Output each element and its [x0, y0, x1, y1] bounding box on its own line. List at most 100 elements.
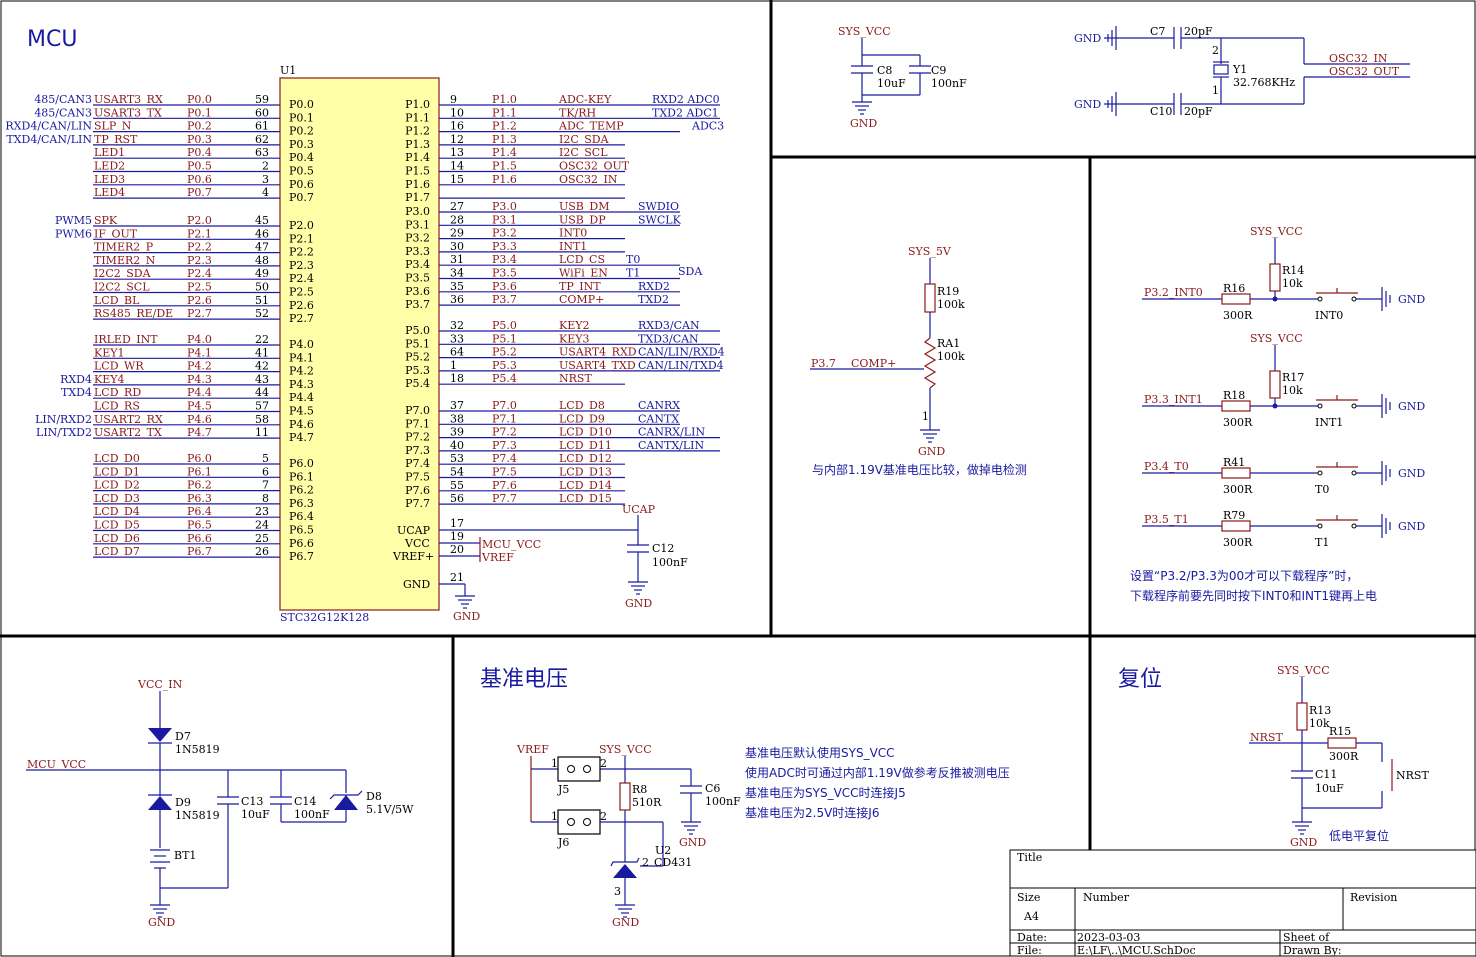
pin-port-label: P4.4 — [187, 386, 212, 399]
pin-ext-label: CAN/LIN/TXD4 — [638, 359, 724, 372]
c12-ref: C12 — [652, 542, 674, 555]
pin-net-label: LCD_D15 — [559, 492, 612, 505]
pin-name: P1.4 — [405, 151, 430, 164]
pin-name: P1.5 — [405, 165, 430, 178]
key-net-label: P3.3_INT1 — [1144, 393, 1203, 406]
pin-number: 43 — [255, 373, 269, 386]
pin-name: P0.2 — [289, 125, 314, 138]
pin-ext-label: CAN/LIN/RXD4 — [638, 346, 725, 359]
decoup-gnd: GND — [850, 117, 877, 130]
pin-net-label: LCD_RS — [94, 400, 140, 413]
pin-port-label: P5.1 — [492, 332, 517, 345]
pin-port-label: P3.4 — [492, 253, 517, 266]
pin-number: 11 — [255, 426, 269, 439]
pin-name: P4.6 — [289, 418, 314, 431]
pin-number: 49 — [255, 267, 269, 280]
pin-name: P3.3 — [405, 245, 430, 258]
tb-revision-label: Revision — [1350, 891, 1397, 904]
crystal-gnd2: GND — [1074, 98, 1101, 111]
pin-net-label: USART2_RX — [94, 413, 163, 426]
pin-net-label: LCD_BL — [94, 294, 140, 307]
pin-net-label: KEY3 — [559, 332, 590, 345]
c9-ref: C9 — [931, 64, 946, 77]
comp-net-compp: COMP+ — [851, 357, 896, 370]
pin-port-label: P7.6 — [492, 479, 517, 492]
pin-port-label: P6.2 — [187, 479, 212, 492]
pin-name: P0.4 — [289, 151, 314, 164]
pin-port-label: P0.5 — [187, 160, 212, 173]
mcu-section-title: MCU — [27, 27, 77, 52]
pin-port-label: P4.7 — [187, 426, 212, 439]
tb-size: A4 — [1023, 910, 1039, 923]
pin-port-label: P1.6 — [492, 173, 517, 186]
key-button-label: T1 — [1315, 536, 1329, 549]
pin-port-label: P3.1 — [492, 213, 517, 226]
pin-port-label: P7.7 — [492, 492, 517, 505]
u2-pin3: 3 — [614, 885, 621, 898]
pin-name: P2.6 — [289, 299, 314, 312]
pin-name: P0.6 — [289, 178, 314, 191]
pin-port-label: P6.4 — [187, 505, 212, 518]
pin-port-label: P3.0 — [492, 200, 517, 213]
pin-port-label: P0.7 — [187, 186, 212, 199]
pin-name: P0.3 — [289, 138, 314, 151]
pin-net-label: LCD_D9 — [559, 412, 605, 425]
crystal-gnd1: GND — [1074, 32, 1101, 45]
key-button-label: T0 — [1315, 483, 1329, 496]
tb-file-label: File: — [1017, 944, 1042, 957]
pin-number: 63 — [255, 146, 269, 159]
pin-net-label: ADC_TEMP — [558, 120, 624, 133]
pin-name: P7.5 — [405, 471, 430, 484]
pin-port-label: P0.1 — [187, 106, 212, 119]
pin-port-label: P1.3 — [492, 133, 517, 146]
pin-net-label: USART3_RX — [94, 93, 163, 106]
pin-name: P4.4 — [289, 391, 314, 404]
gnd-icon — [681, 821, 701, 835]
pin-net-label: LCD_RD — [94, 386, 141, 399]
pin-net-label: LCD_D6 — [94, 532, 140, 545]
pin-net-label: COMP+ — [559, 293, 604, 306]
r15-value: 300R — [1329, 750, 1359, 763]
gnd-icon — [1381, 514, 1391, 538]
key-net-label: P3.5_T1 — [1144, 513, 1189, 526]
pin-number: 40 — [450, 439, 464, 452]
pin-net-label: TK/RH — [559, 106, 596, 119]
pin-net-label: LCD_WR — [94, 360, 144, 373]
pin-name: P4.2 — [289, 365, 314, 378]
gnd-icon — [1381, 461, 1391, 485]
pin-port-label: P7.3 — [492, 439, 517, 452]
pin-net-label: LCD_D12 — [559, 452, 612, 465]
pin-port-label: P5.4 — [492, 372, 517, 385]
r13-ref: R13 — [1309, 704, 1331, 717]
pin-net-label: RS485_RE/DE — [94, 307, 173, 320]
key-gnd-label: GND — [1398, 520, 1425, 533]
pin-number: 51 — [255, 294, 269, 307]
pin-name: P2.2 — [289, 246, 314, 259]
pin-name: P6.7 — [289, 550, 314, 563]
pin-name: P6.5 — [289, 524, 314, 537]
tb-title-label: Title — [1017, 851, 1042, 864]
pin-net-label: INT1 — [559, 240, 587, 253]
c11-value: 10uF — [1315, 782, 1344, 795]
key-resistor-value: 300R — [1223, 309, 1253, 322]
key-button-label: INT0 — [1315, 309, 1343, 322]
pin-number: 57 — [255, 400, 269, 413]
pin-number: 32 — [450, 319, 464, 332]
pin-ext-label: T1 — [626, 267, 640, 280]
reset-circuit: 复位 SYS_VCC R13 10k NRST R15 300R NRST C1… — [1118, 664, 1429, 849]
pin-number: 16 — [450, 120, 464, 133]
r19-ref: R19 — [937, 285, 959, 298]
pin-number: 38 — [450, 412, 464, 425]
d9-value: 1N5819 — [175, 809, 220, 822]
pin-ext-label: SWCLK — [638, 213, 682, 226]
c10-value: 20pF — [1184, 105, 1213, 118]
pin-gnd-name: GND — [403, 578, 430, 591]
pin-number: 13 — [450, 146, 464, 159]
pin-port-label: P5.2 — [492, 346, 517, 359]
y1-pin2: 2 — [1212, 44, 1219, 57]
pin-net-label: I2C2_SDA — [94, 267, 152, 280]
keys-note-1: 设置“P3.2/P3.3为00才可以下载程序”时， — [1130, 568, 1358, 583]
c6-ref: C6 — [705, 782, 720, 795]
pin-name: P0.1 — [289, 111, 314, 124]
vref-note-2: 使用ADC时可通过内部1.19V做参考反推被测电压 — [745, 765, 1010, 780]
